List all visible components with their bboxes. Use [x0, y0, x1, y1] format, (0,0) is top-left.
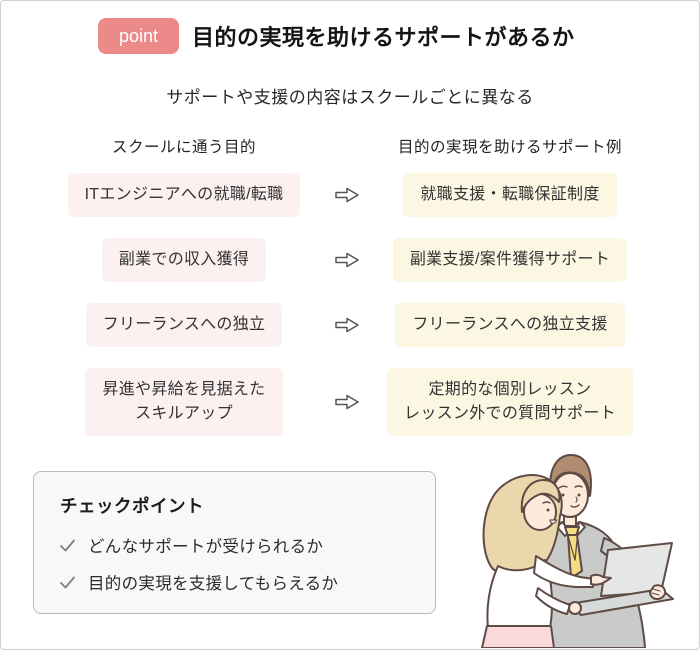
man-hand-grip: [649, 584, 667, 600]
woman-arm-lower: [535, 587, 571, 615]
page-title: 目的の実現を助けるサポートがあるか: [192, 25, 575, 50]
checkpoint-card: チェックポイント どんなサポートが受けられるか 目的の実現を支援してもらえるか: [33, 471, 436, 614]
right-arrow-icon: [335, 187, 359, 203]
comparison-row: 昇進や昇給を見据えた スキルアップ 定期的な個別レッスン レッスン外での質問サポ…: [61, 368, 633, 436]
right-arrow-icon: [335, 317, 359, 333]
woman-skirt: [481, 625, 555, 649]
checkpoint-item: 目的の実現を支援してもらえるか: [58, 570, 411, 594]
right-arrow-icon: [335, 252, 359, 268]
column-headers: スクールに通う目的 目的の実現を助けるサポート例: [61, 135, 633, 157]
woman-arm-pointing: [533, 555, 595, 588]
comparison-row: 副業での収入獲得 副業支援/案件獲得サポート: [61, 238, 633, 282]
woman-hair-front: [520, 479, 561, 513]
right-arrow-icon: [335, 394, 359, 410]
purpose-box: ITエンジニアへの就職/転職: [67, 173, 301, 217]
purpose-box: 昇進や昇給を見据えた スキルアップ: [85, 368, 283, 436]
support-box: フリーランスへの独立支援: [395, 303, 625, 347]
point-badge: point: [98, 18, 180, 54]
checkpoint-title: チェックポイント: [60, 496, 204, 516]
checkpoint-item-label: 目的の実現を支援してもらえるか: [88, 575, 339, 593]
purpose-box: 副業での収入獲得: [101, 238, 267, 282]
checkpoint-item-label: どんなサポートが受けられるか: [88, 538, 324, 556]
woman-hand-lower: [568, 601, 582, 615]
people-laptop-illustration: [458, 438, 698, 649]
comparison-row: ITエンジニアへの就職/転職 就職支援・転職保証制度: [61, 173, 633, 217]
column-header-support: 目的の実現を助けるサポート例: [397, 139, 622, 156]
support-box: 定期的な個別レッスン レッスン外での質問サポート: [387, 368, 633, 436]
column-header-purpose: スクールに通う目的: [111, 139, 256, 156]
support-box: 就職支援・転職保証制度: [403, 173, 617, 217]
checkpoint-item: どんなサポートが受けられるか: [58, 533, 411, 557]
column-header-spacer: [307, 135, 387, 157]
subtitle: サポートや支援の内容はスクールごとに異なる: [166, 88, 534, 107]
support-box: 副業支援/案件獲得サポート: [392, 238, 628, 282]
man-hair: [549, 454, 592, 497]
comparison-row: フリーランスへの独立 フリーランスへの独立支援: [61, 303, 633, 347]
header: point 目的の実現を助けるサポートがあるか: [98, 18, 699, 54]
woman-hand-pointing: [590, 573, 612, 586]
check-icon: [58, 573, 77, 592]
purpose-box: フリーランスへの独立: [85, 303, 283, 347]
check-icon: [58, 536, 77, 555]
